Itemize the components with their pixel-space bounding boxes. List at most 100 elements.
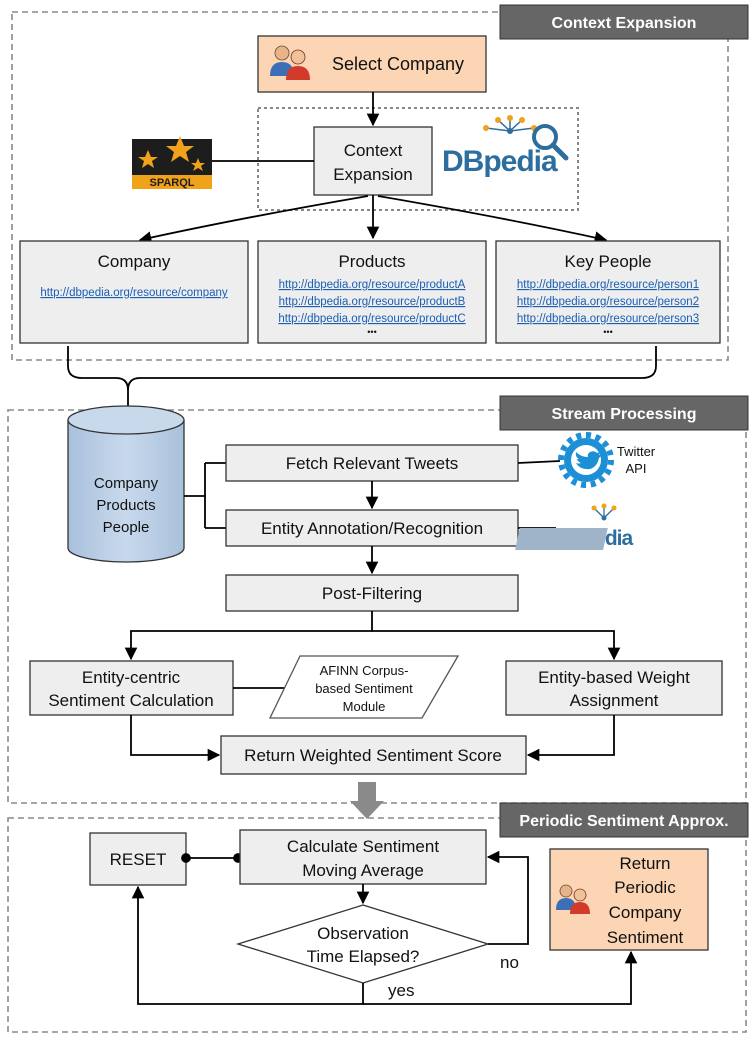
- periodic-section: Periodic Sentiment Approx.: [7, 802, 749, 1033]
- key-people-entity-box: Key People http://dbpedia.org/resource/p…: [495, 240, 721, 344]
- twitter-api-badge: Twitter API: [558, 432, 656, 488]
- products-entity-box: Products http://dbpedia.org/resource/pro…: [257, 240, 487, 344]
- twitter-bird-icon: [575, 451, 602, 470]
- arrow-expansion-to-company: [138, 195, 369, 244]
- periodic-section-header: [499, 802, 749, 838]
- entity-annotation-node: Entity Annotation/Recognition: [225, 509, 519, 547]
- dbpedia-logo-text: DBpedia: [442, 145, 558, 178]
- yes-label: yes: [388, 981, 414, 1000]
- moving-average-label-2: Moving Average: [302, 861, 424, 880]
- dbpedia-spotlight-logo: DBpedia Spotlight: [515, 503, 728, 550]
- arrow-postfilter-to-weight: [372, 630, 621, 661]
- moving-average-label-1: Calculate Sentiment: [287, 837, 439, 856]
- context-expansion-node: Context Expansion: [313, 126, 433, 196]
- stream-section-header: [499, 395, 749, 431]
- afinn-module-node: AFINN Corpus- based Sentiment Module: [268, 655, 460, 719]
- twitter-api-connector: [517, 460, 561, 464]
- arrow-yes-to-return: [363, 950, 638, 1005]
- person-resource-link[interactable]: http://dbpedia.org/resource/person1: [517, 279, 699, 291]
- spotlight-network-icon: [591, 503, 617, 521]
- person-resource-link[interactable]: http://dbpedia.org/resource/person2: [517, 296, 699, 308]
- select-company-node: Select Company: [257, 35, 487, 93]
- entity-sentiment-node: Entity-centric Sentiment Calculation: [29, 660, 234, 716]
- fetch-tweets-node: Fetch Relevant Tweets: [225, 444, 519, 482]
- database-label-people: People: [103, 519, 150, 536]
- reset-node: RESET: [89, 832, 187, 886]
- arrow-weight-to-return: [526, 715, 615, 762]
- stream-processing-section: Stream Processing: [7, 395, 749, 804]
- no-label: no: [500, 953, 519, 972]
- star-icon: [166, 136, 194, 162]
- database-connector: [184, 462, 226, 529]
- database-label-products: Products: [96, 497, 155, 514]
- context-section-title: Context Expansion: [552, 15, 697, 32]
- stream-to-periodic-arrow: [350, 782, 384, 819]
- products-box-title: Products: [338, 252, 405, 271]
- product-resource-link[interactable]: http://dbpedia.org/resource/productA: [279, 279, 466, 291]
- database-label-company: Company: [94, 475, 159, 492]
- entity-weight-label-1: Entity-based Weight: [538, 668, 690, 687]
- entity-annotation-label: Entity Annotation/Recognition: [261, 519, 483, 538]
- entity-weight-node: Entity-based Weight Assignment: [505, 660, 723, 716]
- people-icon: [556, 884, 590, 914]
- reset-label: RESET: [110, 850, 167, 869]
- dbpedia-logo: DBpedia: [442, 115, 569, 178]
- entity-sentiment-label-1: Entity-centric: [82, 668, 181, 687]
- entity-weight-label-2: Assignment: [570, 691, 659, 710]
- return-periodic-label-4: Sentiment: [607, 928, 684, 947]
- products-ellipsis: •••: [367, 327, 376, 337]
- arrow-yes-to-reset: [131, 885, 364, 1005]
- afinn-label-2: based Sentiment: [315, 681, 413, 696]
- twitter-api-label-2: API: [626, 461, 647, 476]
- star-icon: [191, 158, 205, 171]
- context-section-frame: [11, 11, 729, 361]
- context-expansion-dotted-group: [257, 107, 579, 211]
- spotlight-logo-spotlight: Spotlight: [640, 528, 728, 550]
- post-filtering-label: Post-Filtering: [322, 584, 422, 603]
- stream-section-title: Stream Processing: [552, 406, 697, 423]
- select-company-label: Select Company: [332, 54, 464, 74]
- entity-database-cylinder: Company Products People: [67, 405, 185, 563]
- observation-decision-node: Observation Time Elapsed?: [235, 904, 491, 984]
- decision-label-2: Time Elapsed?: [307, 947, 420, 966]
- arrow-no-loop: [486, 850, 529, 945]
- decision-label-1: Observation: [317, 924, 409, 943]
- company-box-title: Company: [98, 252, 171, 271]
- afinn-label-3: Module: [343, 699, 386, 714]
- return-periodic-label-3: Company: [609, 903, 682, 922]
- periodic-section-frame: [7, 817, 747, 1033]
- moving-average-node: Calculate Sentiment Moving Average: [239, 829, 487, 885]
- twitter-api-label-1: Twitter: [617, 444, 656, 459]
- sparql-logo: SPARQL: [132, 136, 212, 189]
- return-periodic-label-2: Periodic: [614, 878, 676, 897]
- afinn-label-1: AFINN Corpus-: [320, 663, 409, 678]
- product-resource-link[interactable]: http://dbpedia.org/resource/productC: [278, 313, 465, 325]
- dbpedia-network-icon: [483, 115, 537, 134]
- magnifier-icon: [532, 124, 569, 161]
- context-expansion-section: Context Expansion: [11, 4, 749, 361]
- return-weighted-node: Return Weighted Sentiment Score: [220, 735, 527, 775]
- arrow-expansion-to-people: [377, 195, 608, 244]
- arrow-postfilter-to-sentiment: [124, 611, 373, 661]
- people-ellipsis: •••: [603, 327, 612, 337]
- person-resource-link[interactable]: http://dbpedia.org/resource/person3: [517, 313, 699, 325]
- fetch-tweets-label: Fetch Relevant Tweets: [286, 454, 459, 473]
- key-people-box-title: Key People: [565, 252, 652, 271]
- periodic-section-title: Periodic Sentiment Approx.: [519, 813, 728, 830]
- brace-merge-to-database: [67, 346, 657, 432]
- company-resource-link[interactable]: http://dbpedia.org/resource/company: [40, 287, 228, 299]
- product-resource-link[interactable]: http://dbpedia.org/resource/productB: [279, 296, 466, 308]
- company-entity-box: Company http://dbpedia.org/resource/comp…: [19, 240, 249, 344]
- context-expansion-label-2: Expansion: [333, 165, 412, 184]
- return-periodic-label-1: Return: [619, 854, 670, 873]
- post-filtering-node: Post-Filtering: [225, 574, 519, 612]
- star-icon: [138, 150, 158, 168]
- sparql-logo-text: SPARQL: [149, 177, 194, 189]
- entity-sentiment-label-2: Sentiment Calculation: [48, 691, 213, 710]
- arrow-sentiment-to-return: [130, 715, 221, 762]
- context-section-header: [499, 4, 749, 40]
- return-periodic-node: Return Periodic Company Sentiment: [549, 848, 709, 951]
- return-weighted-label: Return Weighted Sentiment Score: [244, 746, 502, 765]
- people-icon: [270, 45, 310, 80]
